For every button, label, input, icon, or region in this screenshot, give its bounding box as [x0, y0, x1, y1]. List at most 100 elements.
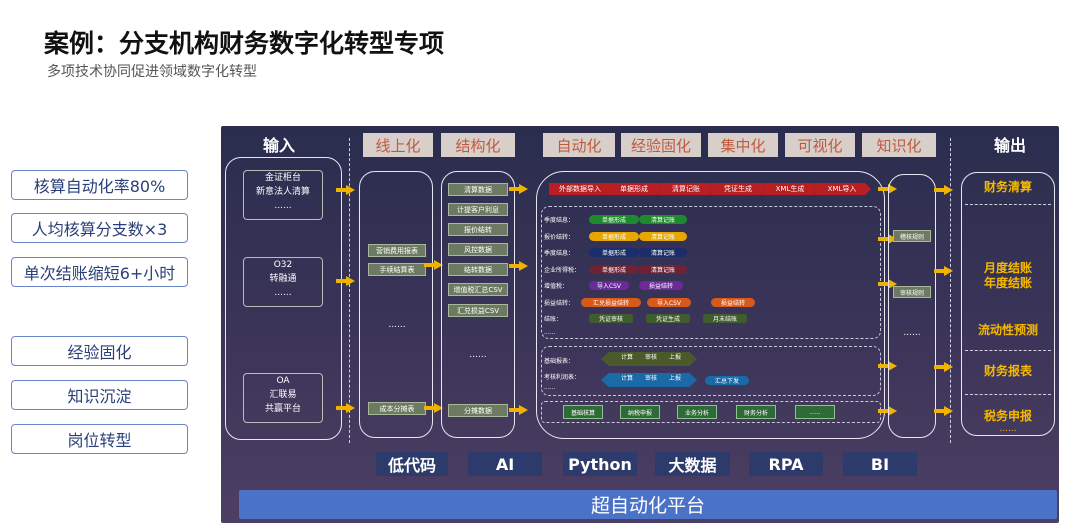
knowledge-review-rule: 审核规则 — [893, 286, 931, 298]
tool-bi: BI — [843, 452, 917, 476]
struct-quote: 报价结转 — [448, 223, 508, 236]
online-cost-table: 成本分摊表 — [368, 402, 426, 415]
kpi-knowledge: 知识沉淀 — [11, 380, 188, 410]
kpi-role-transform: 岗位转型 — [11, 424, 188, 454]
input-head: 输入 — [263, 136, 296, 155]
arrow-icon — [878, 406, 898, 416]
chain-step-4: 凭证生成 — [709, 183, 767, 195]
input-oa: OA — [276, 376, 290, 386]
input-o32: O32 — [273, 260, 293, 270]
arrow-icon — [934, 185, 954, 195]
knowledge-dots: ...... — [903, 328, 921, 338]
online-fee-table: 手续结算表 — [368, 263, 426, 276]
pill-book: 清算记账 — [639, 265, 687, 274]
arrow-icon — [934, 266, 954, 276]
header-structured: 结构化 — [441, 133, 515, 157]
struct-interest: 计提客户利息 — [448, 203, 508, 216]
input-dots: ...... — [274, 288, 292, 298]
arrow-icon — [934, 362, 954, 372]
pill-csv2: 导入CSV — [647, 298, 691, 307]
chain-step-5: XML生成 — [762, 183, 818, 195]
input-group-1: 金证柜台 新意法人清算 ...... — [243, 170, 323, 220]
arrow-icon — [336, 276, 356, 286]
pill-form: 单据形成 — [589, 215, 639, 224]
pill-form: 单据形成 — [589, 265, 639, 274]
automation-box — [536, 171, 885, 439]
btn-tax-filing: 纳税申报 — [620, 405, 660, 419]
input-group-2: O32 转融通 ...... — [243, 257, 323, 307]
row-income-tax: 企业所得税： — [544, 267, 581, 274]
report-flow-1 — [601, 352, 697, 366]
input-zhuanrongtong: 转融通 — [269, 274, 297, 284]
row-pl-transfer: 损益结转： — [544, 300, 575, 307]
report-dots: ...... — [544, 384, 556, 391]
input-jinzheng: 金证柜台 — [264, 173, 301, 183]
input-box — [225, 157, 342, 440]
row-quarter-interest-2: 季度结息： — [544, 250, 575, 257]
header-centralize: 集中化 — [708, 133, 778, 157]
header-online: 线上化 — [363, 133, 433, 157]
btn-finance-analysis: 财务分析 — [736, 405, 776, 419]
header-knowledge: 知识化 — [862, 133, 936, 157]
page-title: 案例：分支机构财务数字化转型专项 — [44, 29, 445, 58]
output-divider — [965, 394, 1051, 395]
report-calc: 计算 — [621, 375, 634, 382]
tool-python: Python — [563, 452, 637, 476]
pill-loss-book: 损益结转 — [639, 281, 683, 290]
chain-step-1: 外部数据导入 — [549, 183, 611, 195]
chain-step-2: 单据形成 — [605, 183, 663, 195]
row-dots: ...... — [544, 329, 556, 336]
report-profit: 考核利润表： — [544, 374, 581, 381]
struct-transfer: 结转数据 — [448, 263, 508, 276]
output-reports: 财务报表 — [983, 364, 1032, 378]
pill-fx: 汇兑损益结转 — [581, 298, 641, 307]
arrow-icon — [509, 261, 529, 271]
input-group-3: OA 汇联易 共赢平台 — [243, 373, 323, 423]
report-submit: 上报 — [669, 375, 682, 382]
arrow-icon — [336, 185, 356, 195]
kpi-experience: 经验固化 — [11, 336, 188, 366]
arrow-icon — [878, 279, 898, 289]
output-month-close: 月度结账 — [983, 261, 1032, 275]
output-clearing: 财务清算 — [983, 180, 1032, 194]
struct-clearing: 清算数据 — [448, 183, 508, 196]
output-year-close: 年度结账 — [983, 276, 1032, 290]
header-experience: 经验固化 — [621, 133, 701, 157]
row-quote-transfer: 报价结转： — [544, 234, 575, 241]
pill-csv: 导入CSV — [589, 281, 629, 290]
divider-left — [349, 138, 350, 443]
chain-step-6: XML导入 — [813, 183, 871, 195]
tool-big-data: 大数据 — [655, 452, 730, 476]
knowledge-box — [888, 174, 936, 438]
pill-loss2: 损益结转 — [711, 298, 755, 307]
pill-book: 清算记账 — [639, 232, 687, 241]
input-gongying: 共赢平台 — [264, 404, 301, 414]
divider-right — [950, 138, 951, 443]
arrow-icon — [424, 260, 444, 270]
input-dots: ...... — [274, 201, 292, 211]
pill-form: 单据形成 — [589, 232, 639, 241]
report-area — [541, 346, 881, 396]
struct-allocation: 分摊数据 — [448, 404, 508, 417]
report-summary: 汇总下发 — [705, 376, 749, 385]
struct-risk: 风控数据 — [448, 243, 508, 256]
output-dots: ...... — [999, 424, 1017, 434]
output-liquidity: 流动性预测 — [977, 323, 1038, 337]
report-audit: 审核 — [645, 375, 658, 382]
input-xinyi: 新意法人清算 — [255, 187, 310, 197]
row-vat: 增值税： — [544, 283, 569, 290]
diagram-panel: 输入 输出 线上化 结构化 自动化 经验固化 集中化 可视化 知识化 金证柜台 … — [221, 126, 1059, 523]
report-basic: 基础报表： — [544, 358, 575, 365]
pill-voucher: 凭证生成 — [646, 314, 690, 323]
process-area — [541, 206, 881, 339]
header-visualize: 可视化 — [785, 133, 855, 157]
output-divider — [965, 204, 1051, 205]
online-box — [359, 171, 433, 438]
kpi-closing-time: 单次结账缩短6+小时 — [11, 257, 188, 287]
page-subtitle: 多项技术协同促进领域数字化转型 — [47, 64, 257, 80]
kpi-automation-rate: 核算自动化率80% — [11, 170, 188, 200]
struct-fx-csv: 汇兑损益CSV — [448, 304, 508, 317]
report-audit: 审核 — [645, 354, 658, 361]
arrow-icon — [878, 234, 898, 244]
platform-bar: 超自动化平台 — [239, 490, 1057, 519]
